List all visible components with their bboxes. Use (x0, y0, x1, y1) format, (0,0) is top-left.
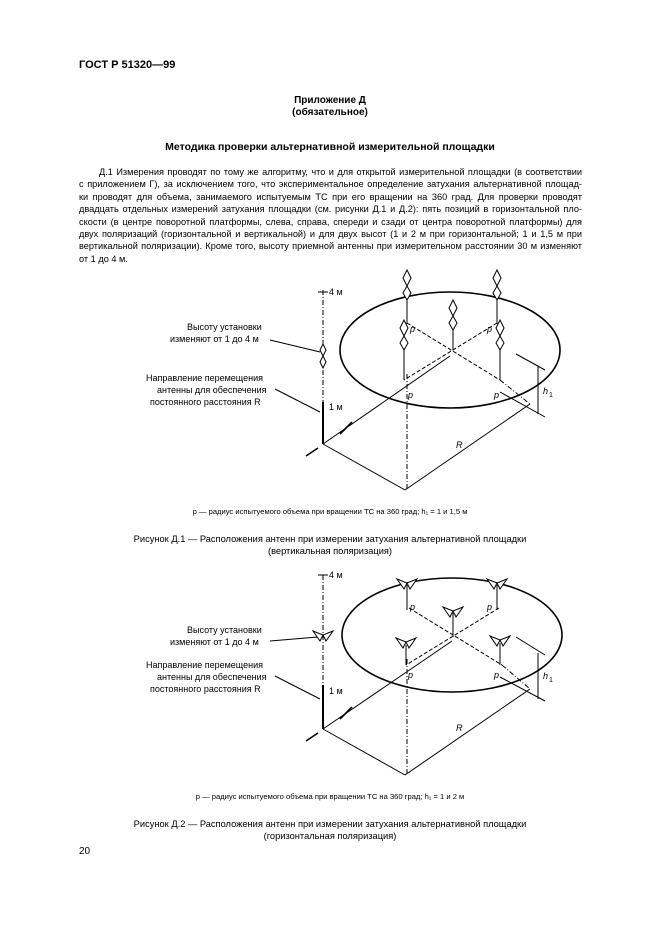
ground-line (322, 728, 406, 776)
paragraph-line: с приложением Г), за исключением того, ч… (79, 179, 582, 190)
direction-note-line: Направление перемещения (146, 373, 263, 383)
extension-line (499, 379, 531, 405)
h1-extension (515, 353, 546, 371)
direction-arrow (305, 447, 319, 457)
distance-line (322, 355, 451, 445)
figure-1-diagram: 4 м 1 м Высоту установки изменяют от 1 д… (146, 268, 561, 491)
label-4m: 4 м (329, 570, 343, 580)
axis-line (406, 322, 501, 381)
label-p: p (486, 602, 492, 612)
paragraph-line: вертикальной поляризации). Кроме того, в… (79, 241, 582, 252)
label-h1: h (543, 386, 548, 396)
direction-arrow (305, 732, 319, 742)
pointer-line (269, 636, 319, 642)
paragraph-line: от 1 до 4 м. (79, 253, 128, 264)
figure-title-line: (горизонтальная поляризация) (263, 831, 397, 841)
label-h1-sub: 1 (549, 677, 553, 684)
figure-2-legend: p — радиус испытуемого объема при вращен… (195, 792, 465, 801)
test-volume-ellipse (341, 577, 563, 693)
dimension-R-line (404, 403, 531, 491)
direction-note-line: антенны для обеспечения (157, 672, 267, 682)
body-paragraph: Д.1 Измерения проводят по тому же алгори… (79, 166, 582, 265)
label-1m: 1 м (329, 686, 343, 696)
direction-note-line: Направление перемещения (146, 660, 263, 670)
figure-title-line: (вертикальная поляризация) (267, 546, 393, 556)
height-note-line: Высоту установки (187, 625, 262, 635)
paragraph-line: скости (в центре поворотной платформы, с… (79, 216, 582, 227)
label-p: p (493, 390, 499, 400)
label-p: p (407, 670, 413, 680)
paragraph-line: двадцать отдельных измерений затухания п… (79, 204, 582, 215)
pointer-line (274, 388, 321, 413)
h1-extension (515, 636, 546, 656)
label-p: p (409, 602, 415, 612)
height-note-line: изменяют от 1 до 4 м (170, 334, 259, 344)
page-number: 20 (79, 846, 91, 857)
direction-arrow (339, 421, 353, 435)
figure-title-line: Рисунок Д.2 — Расположения антенн при из… (133, 819, 527, 829)
test-volume-ellipse (339, 291, 561, 409)
label-p: p (407, 390, 413, 400)
pointer-line (269, 339, 321, 353)
figure-title-line: Рисунок Д.1 — Расположения антенн при из… (133, 534, 527, 544)
label-R: R (456, 440, 463, 450)
paragraph-line: ки проводят для объема, занимаемого испы… (79, 191, 582, 202)
direction-note-line: постоянного расстояния R (150, 684, 261, 694)
appendix-status: (обязательное) (292, 107, 368, 118)
figure-2-title: Рисунок Д.2 — Расположения антенн при из… (60, 818, 600, 842)
label-p: p (493, 670, 499, 680)
label-1m: 1 м (329, 402, 343, 412)
extension-line (501, 664, 531, 690)
label-h1-sub: 1 (549, 392, 553, 399)
direction-note-line: постоянного расстояния R (150, 397, 261, 407)
direction-note-line: антенны для обеспечения (157, 385, 267, 395)
figure-1-title: Рисунок Д.1 — Расположения антенн при из… (60, 533, 600, 557)
label-p: p (409, 324, 415, 334)
document-header: ГОСТ Р 51320—99 (79, 59, 176, 71)
pointer-line (274, 675, 321, 700)
figure-1-legend: p — радиус испытуемого объема при вращен… (192, 507, 468, 516)
height-note-line: изменяют от 1 до 4 м (170, 637, 259, 647)
appendix-title: Приложение Д (294, 95, 366, 106)
label-4m: 4 м (329, 287, 343, 297)
ground-line (322, 443, 406, 491)
height-note-line: Высоту установки (187, 322, 262, 332)
section-title: Методика проверки альтернативной измерит… (165, 141, 495, 153)
paragraph-line: двух поляризаций (горизонтальной и верти… (79, 229, 582, 240)
paragraph-line: Д.1 Измерения проводят по тому же алгори… (99, 167, 582, 177)
figure-2-diagram: 4 м 1 м Высоту установки изменяют от 1 д… (146, 570, 563, 776)
label-p: p (486, 324, 492, 334)
label-h1: h (543, 671, 548, 681)
label-R: R (456, 723, 463, 733)
axis-line (408, 607, 503, 666)
direction-arrow (339, 706, 353, 720)
dimension-R-line (404, 688, 531, 776)
axis-line (403, 322, 498, 381)
